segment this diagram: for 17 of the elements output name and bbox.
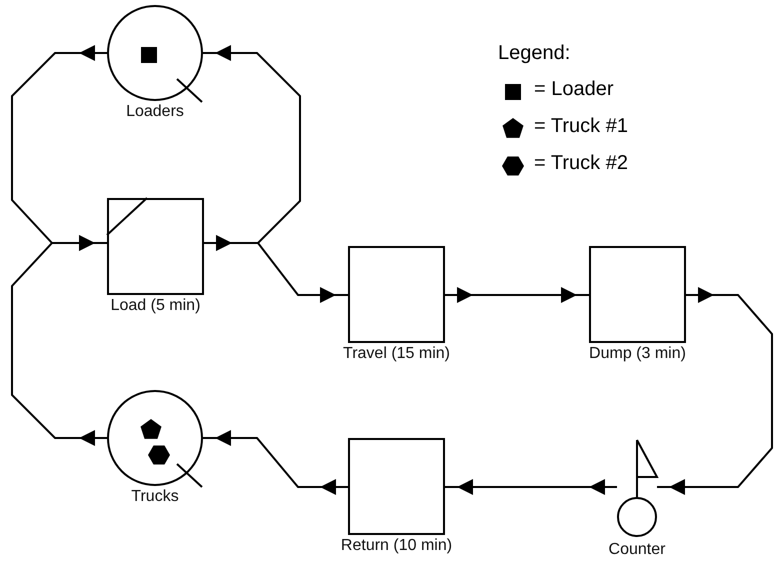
node-label: Travel (15 min) xyxy=(343,345,450,363)
legend-label: = Truck #2 xyxy=(534,152,628,175)
node-label: Dump (3 min) xyxy=(589,345,686,363)
arrow xyxy=(204,235,348,303)
arrow xyxy=(657,287,773,495)
node-label: Return (10 min) xyxy=(340,537,452,555)
arrow xyxy=(445,287,589,303)
legend-label: = Loader xyxy=(534,78,614,101)
node-label: Counter xyxy=(608,541,666,559)
node-label: Trucks xyxy=(131,488,179,506)
arrow xyxy=(11,235,107,446)
legend-label: = Truck #1 xyxy=(534,115,628,138)
arrow xyxy=(445,479,617,495)
node-label: Load (5 min) xyxy=(110,297,200,315)
legend-title: Legend: xyxy=(498,42,570,65)
node-label: Loaders xyxy=(126,103,184,121)
arrow xyxy=(203,430,348,495)
